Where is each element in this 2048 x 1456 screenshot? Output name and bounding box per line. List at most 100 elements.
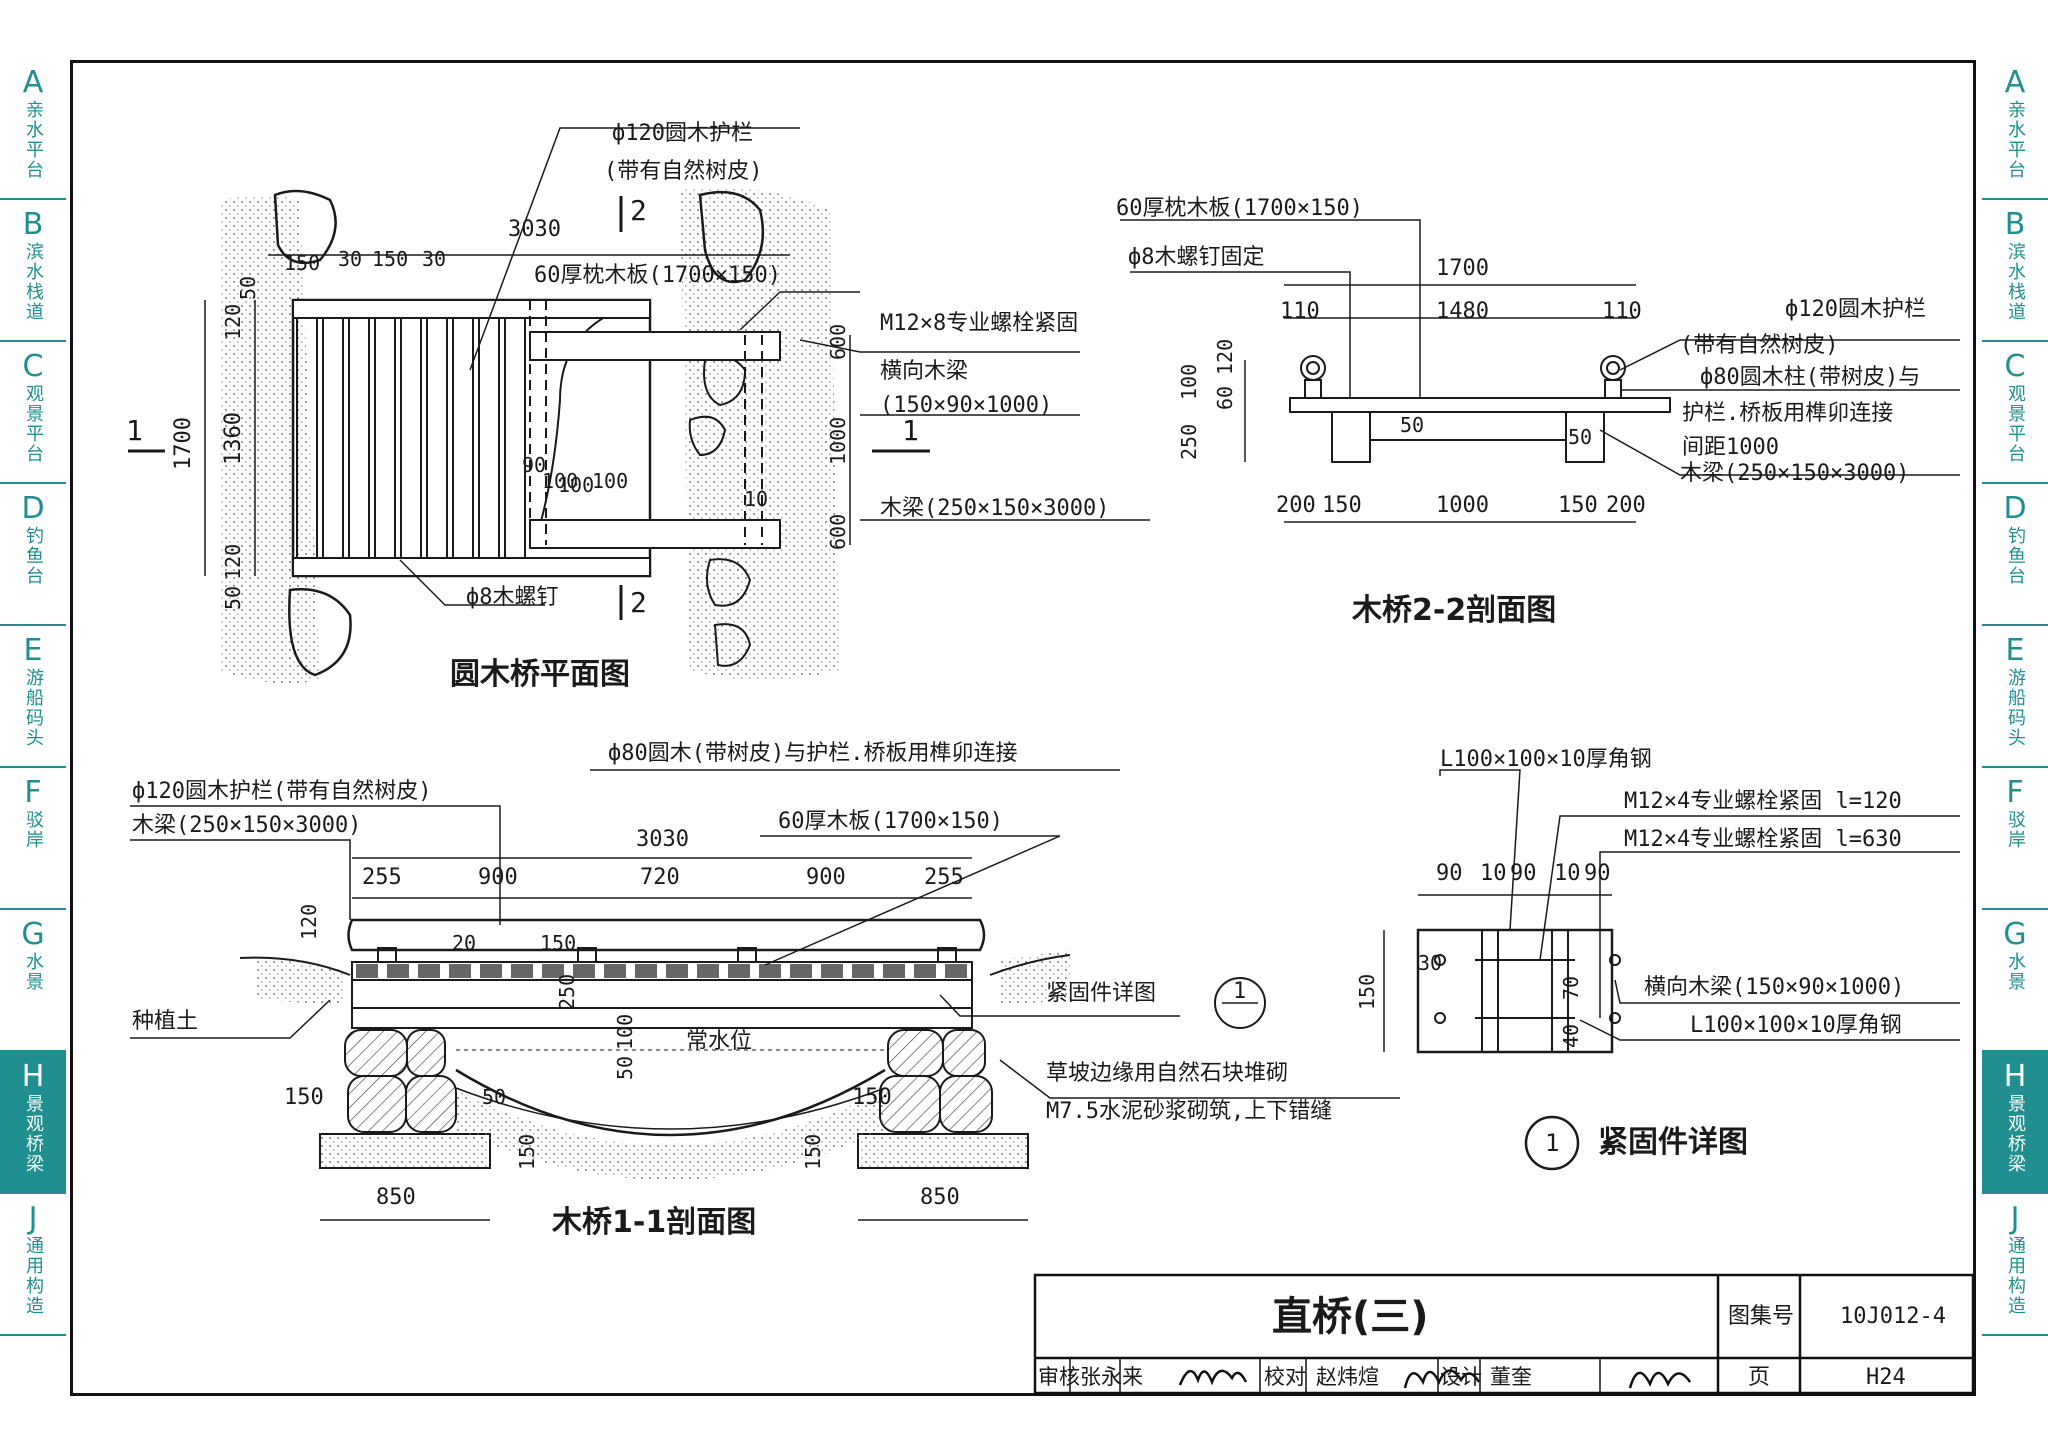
- designer-name: 董奎: [1490, 1365, 1532, 1389]
- category-tab-letter: G: [21, 917, 45, 952]
- category-tab-letter: H: [21, 1059, 45, 1094]
- s11-plank: [697, 964, 719, 978]
- plan-dim: 150: [372, 247, 408, 271]
- s22-dim-v: 60: [1213, 386, 1237, 410]
- plan-section-num: 2: [630, 586, 647, 619]
- plan-label-beam: 木梁(250×150×3000): [880, 496, 1109, 521]
- s11-leader: [130, 805, 501, 925]
- detail-dim: 10: [1480, 861, 1507, 886]
- plan-label-rail-sub: (带有自然树皮): [604, 159, 763, 184]
- s11-abutment-left: [344, 1029, 457, 1133]
- s11-beam: [351, 979, 973, 1009]
- s11-dim: 150: [852, 1085, 892, 1110]
- plan-label-plank: 60厚枕木板(1700×150): [534, 263, 781, 288]
- s11-plank: [728, 964, 750, 978]
- s11-leader: [999, 1059, 1400, 1099]
- fastener-detail: [1383, 769, 1960, 1171]
- s22-dim: 1000: [1436, 493, 1489, 518]
- plan-leader: [799, 339, 1080, 353]
- s11-leader: [760, 835, 1061, 966]
- s11-plank: [573, 964, 595, 978]
- detail-angle-right: [1551, 929, 1569, 1053]
- plan-plank: [374, 317, 396, 559]
- s11-plank: [945, 964, 967, 978]
- s11-title: 木桥1-1剖面图: [551, 1205, 756, 1240]
- s11-label-plank: 60厚木板(1700×150): [778, 809, 1003, 834]
- s22-rail-left: [1300, 355, 1326, 381]
- s11-plank: [480, 964, 502, 978]
- plan-plank: [322, 317, 344, 559]
- plan-plank: [400, 317, 422, 559]
- category-tab-name: 景观桥梁: [23, 1094, 44, 1174]
- category-tab-name: 观景平台: [23, 384, 44, 464]
- s22-dim-v: 100: [1177, 364, 1201, 400]
- checker-name: 赵炜煊: [1316, 1365, 1379, 1389]
- category-tab-letter: B: [22, 207, 44, 242]
- section-2-2: [1120, 219, 1960, 523]
- detail-text: L100×100×10厚角钢 M12×4专业螺栓紧固 l=120 M12×4专业…: [1355, 747, 1904, 1160]
- s22-cross-beam: [1369, 411, 1567, 441]
- s22-leader: [1599, 429, 1960, 476]
- page-number: H24: [1866, 1365, 1906, 1390]
- signature-reviewer: [1178, 1369, 1248, 1386]
- s11-plank: [542, 964, 564, 978]
- s11-plank: [604, 964, 626, 978]
- category-tab-name: 驳岸: [23, 810, 44, 850]
- category-tab-letter: D: [2003, 491, 2027, 526]
- detail-angle-left: [1481, 929, 1499, 1053]
- detail-label-bolt1: M12×4专业螺栓紧固 l=120: [1624, 789, 1902, 814]
- detail-title-circle: [1524, 1115, 1580, 1171]
- category-tab-name: 通用构造: [2005, 1236, 2026, 1316]
- s11-leader: [130, 999, 331, 1039]
- detail-leader: [1599, 851, 1960, 1018]
- plan-dim: 90: [522, 453, 546, 477]
- s11-stream-fill: [456, 1090, 885, 1180]
- category-tab-name: 景观桥梁: [2005, 1094, 2026, 1174]
- category-tab-name: 滨水栈道: [2005, 242, 2026, 322]
- detail-leader: [1539, 815, 1960, 961]
- s22-dim: 50: [1568, 425, 1592, 449]
- category-tab-name: 钓鱼台: [23, 526, 44, 586]
- detail-bolt-hole: [1434, 954, 1446, 966]
- s11-dim: 3030: [636, 827, 689, 852]
- s22-rail-right-inner: [1606, 361, 1620, 375]
- s11-footing-left: [319, 1133, 491, 1169]
- detail-dim-v: 40: [1559, 1024, 1583, 1048]
- s22-dim: 110: [1280, 299, 1320, 324]
- plan-dim: 100: [592, 469, 628, 493]
- plan-dim: 100: [558, 473, 594, 497]
- detail-dim: 90: [1436, 861, 1463, 886]
- plan-rock: [273, 189, 337, 265]
- s11-dim-v: 250: [555, 974, 579, 1010]
- s22-label-rail-sub: (带有自然树皮): [1680, 333, 1839, 358]
- category-tab-letter: D: [21, 491, 45, 526]
- s11-plank: [883, 964, 905, 978]
- s11-plank: [387, 964, 409, 978]
- plan-dim-v: 120: [221, 544, 245, 580]
- plan-rail-bottom: [292, 557, 651, 577]
- s22-rail-left-inner: [1306, 361, 1320, 375]
- plan-leader: [739, 291, 860, 331]
- detail-label-angle2: L100×100×10厚角钢: [1690, 1013, 1902, 1038]
- plan-label-nail: ф8木螺钉: [466, 585, 559, 610]
- plan-text: ф120圆木护栏 (带有自然树皮) 60厚枕木板(1700×150) M12×8…: [126, 121, 1109, 692]
- s11-rail-log: [347, 918, 986, 952]
